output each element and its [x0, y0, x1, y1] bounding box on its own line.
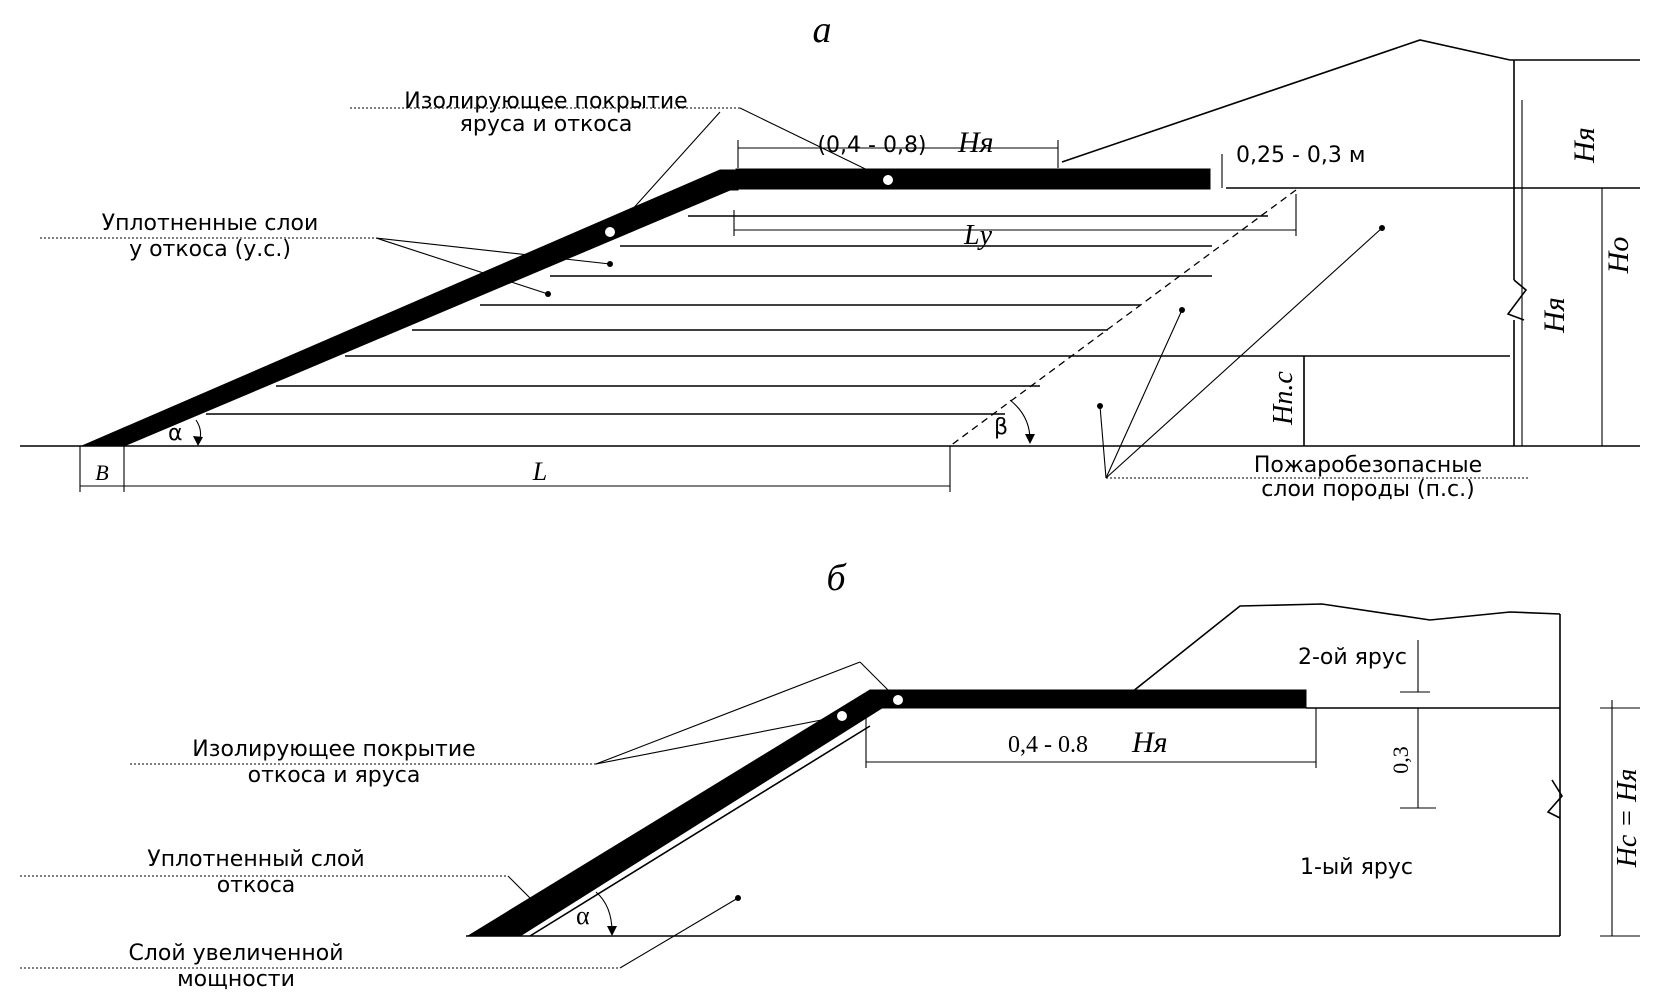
h-fireproof-label: Hп.с: [1268, 371, 1299, 426]
tier-cover-a: [735, 168, 1211, 190]
panel-b-label: б: [826, 557, 847, 599]
alpha-label-a: α: [168, 421, 183, 446]
fireproof-boundary-a: [949, 189, 1297, 447]
berm-width-label-b: 0,4 - 0.8: [1008, 732, 1088, 758]
h-total-label: Hо: [1602, 237, 1635, 275]
offset-label-b: 0,3: [1388, 746, 1413, 774]
berm-symbol-b: Hя: [1131, 726, 1168, 759]
panel-a: а Hя: [20, 9, 1640, 502]
leader-cover-b-1b: [859, 661, 899, 701]
slope-cover-b: [466, 689, 901, 937]
compacted-layers-label-line1: Уплотненные слои: [102, 211, 319, 236]
ly-label: Lу: [963, 220, 993, 251]
isolating-cover-label-b-line2: откоса и яруса: [248, 763, 421, 788]
compacted-layer-label-line1: Уплотненный слой: [147, 847, 364, 872]
leader-fireproof-2: [1105, 309, 1183, 479]
alpha-label-b: α: [576, 901, 590, 930]
upper-terrain-a: [1061, 39, 1640, 163]
l-label: L: [532, 457, 547, 486]
leader-fireproof-1: [1105, 227, 1383, 479]
fireproof-label-line1: Пожаробезопасные: [1254, 453, 1482, 478]
tier2-label: 2-ой ярус: [1298, 645, 1407, 670]
compacted-layer-label-line2: откоса: [217, 873, 296, 898]
slope-inner-line-b: [529, 725, 871, 937]
offset-label-a: 0,25 - 0,3 м: [1236, 143, 1366, 168]
thick-layer-label-line1: Слой увеличенной: [128, 941, 343, 966]
leader-cover-b-2: [595, 715, 843, 765]
compacted-layers-label-line2: у откоса (у.с.): [129, 237, 291, 262]
tier-cover-b: [895, 689, 1307, 709]
marker-compacted-2: [545, 291, 551, 297]
thick-layer-label-line2: мощности: [177, 967, 295, 992]
fireproof-label-line2: слои породы (п.с.): [1261, 477, 1474, 502]
break-symbol-a: [1506, 279, 1528, 321]
h-tier-mid-label: Hя: [1538, 297, 1571, 334]
alpha-arrow-b: [607, 926, 617, 936]
panel-a-label: а: [813, 9, 832, 51]
upper-terrain-b: [1131, 603, 1561, 693]
break-symbol-b: [1546, 779, 1563, 819]
marker-compacted-1: [607, 261, 613, 267]
leader-fireproof-3: [1099, 405, 1107, 479]
marker-cover-b-slope: [835, 709, 849, 723]
panel-b: б 2-ой ярус 1-ый ярус 0,4 - 0.8 Hя 0,3: [20, 557, 1643, 992]
compacted-layers-a: [206, 215, 1510, 415]
leader-cover-slope: [611, 111, 721, 233]
beta-label: β: [994, 415, 1008, 440]
leader-compacted-1: [375, 237, 611, 265]
alpha-arrow-a: [193, 436, 203, 446]
beta-arrow: [1025, 434, 1035, 444]
isolating-cover-label-b-line1: Изолирующее покрытие: [192, 737, 475, 762]
leader-compacted-b: [507, 875, 547, 915]
berm-width-label-a: (0,4 - 0,8): [817, 133, 926, 158]
b-label: B: [95, 460, 108, 485]
leader-thick-layer: [619, 897, 739, 969]
leader-compacted-2: [375, 237, 549, 295]
marker-cover-b-tier: [891, 693, 905, 707]
isolating-cover-label-a-line2: яруса и откоса: [460, 112, 633, 137]
marker-cover-tier: [881, 173, 895, 187]
isolating-cover-label-a-line1: Изолирующее покрытие: [404, 89, 687, 114]
leader-cover-tier: [739, 107, 889, 181]
leader-cover-b-1: [595, 661, 861, 765]
berm-symbol-a: Hя: [957, 126, 994, 159]
h-right-label: Hс = Hя: [1612, 769, 1643, 869]
h-tier-top-label: Hя: [1568, 127, 1601, 164]
tier1-label: 1-ый ярус: [1300, 855, 1413, 880]
marker-cover-slope: [603, 225, 617, 239]
